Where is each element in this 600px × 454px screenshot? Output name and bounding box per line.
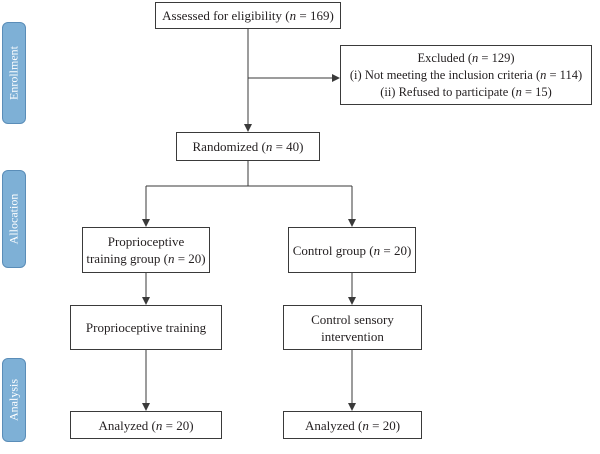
assessed-box: Assessed for eligibility (n = 169) (155, 2, 341, 29)
control-intervention-line-1: Control sensory (311, 311, 394, 327)
stage-tab-analysis: Analysis (2, 358, 26, 442)
proprio-group-line-1: Proprioceptive (107, 234, 185, 249)
analyzed-left-box: Analyzed (n = 20) (70, 411, 222, 439)
randomized-box: Randomized (n = 40) (176, 132, 320, 161)
analyzed-right-box: Analyzed (n = 20) (283, 411, 422, 439)
control-group-box: Control group (n = 20) (288, 227, 416, 273)
excluded-box: Excluded (n = 129) (i) Not meeting the i… (340, 45, 592, 105)
stage-tab-enrollment: Enrollment (2, 22, 26, 124)
control-intervention-line-2: intervention (321, 328, 384, 344)
stage-label-allocation: Allocation (6, 193, 21, 245)
excluded-line-1: Excluded (n = 129) (417, 50, 515, 65)
control-group-text: Control group (n = 20) (292, 242, 412, 258)
proprio-group-line-2: training group (n = 20) (86, 251, 206, 266)
control-intervention-box: Control sensory intervention (283, 305, 422, 350)
proprio-training-text: Proprioceptive training (85, 320, 207, 335)
proprio-group-box: Proprioceptive training group (n = 20) (82, 227, 210, 273)
assessed-text: Assessed for eligibility (n = 169) (162, 8, 334, 23)
analyzed-left-text: Analyzed (n = 20) (98, 417, 194, 433)
analyzed-right-text: Analyzed (n = 20) (304, 417, 401, 433)
excluded-line-2: (i) Not meeting the inclusion criteria (… (349, 67, 583, 82)
stage-label-enrollment: Enrollment (6, 46, 21, 100)
excluded-line-3: (ii) Refused to participate (n = 15) (380, 84, 552, 99)
stage-tab-allocation: Allocation (2, 170, 26, 268)
proprio-training-box: Proprioceptive training (70, 305, 222, 350)
stage-label-analysis: Analysis (6, 379, 21, 421)
randomized-text: Randomized (n = 40) (192, 139, 304, 154)
